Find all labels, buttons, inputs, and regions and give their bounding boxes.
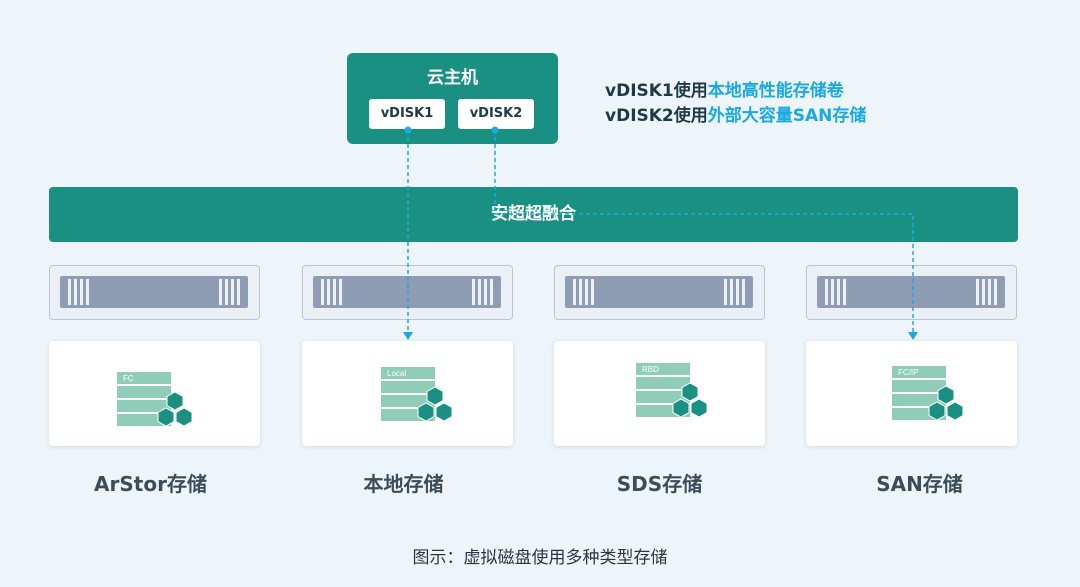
storage-tag: FC/IP [898,368,918,377]
storage-card-local: Local [302,341,513,446]
vdisk1-box: vDISK1 [369,99,445,129]
storage-tag: FC [123,374,134,383]
server-panel [60,276,248,308]
storage-name-local: 本地存储 [363,472,444,496]
server-unit-4 [806,265,1017,320]
figure-caption: 图示：虚拟磁盘使用多种类型存储 [412,548,668,568]
hci-platform-bar: 安超超融合 [49,187,1018,242]
storage-stack-icon: FC/IP [892,366,964,421]
annotation-2-highlight: 外部大容量SAN存储 [707,106,867,126]
vdisk2-arrow-head [908,332,918,340]
storage-tag: RBD [642,365,659,374]
server-unit-2 [302,265,513,320]
storage-name-sds: SDS存储 [616,472,703,496]
storage-name-san: SAN存储 [876,472,963,496]
server-unit-3 [554,265,765,320]
vdisk2-box: vDISK2 [458,99,534,129]
storage-card-sds: RBD [554,341,765,446]
storage-stack-icon: Local [381,367,453,422]
annotation-line-2: vDISK2使用外部大容量SAN存储 [605,101,866,126]
storage-tag: Local [387,369,406,378]
server-panel [817,276,1005,308]
server-unit-1 [49,265,260,320]
annotation-line-1: vDISK1使用本地高性能存储卷 [605,76,844,101]
annotation-1-prefix: vDISK1使用 [605,81,708,101]
storage-name-arstor: ArStor存储 [94,472,207,496]
server-panel [313,276,501,308]
storage-card-san: FC/IP [806,341,1017,446]
storage-card-arstor: FC [49,341,260,446]
vm-title: 云主机 [427,68,478,88]
hci-platform-label: 安超超融合 [491,204,576,224]
server-panel [565,276,753,308]
annotation-2-prefix: vDISK2使用 [605,106,708,126]
storage-stack-icon: RBD [636,363,708,418]
vdisk1-arrow-head [403,332,413,340]
annotation-1-highlight: 本地高性能存储卷 [707,81,844,101]
storage-stack-icon: FC [117,372,193,427]
vm-box: 云主机 vDISK1 vDISK2 [347,53,558,144]
